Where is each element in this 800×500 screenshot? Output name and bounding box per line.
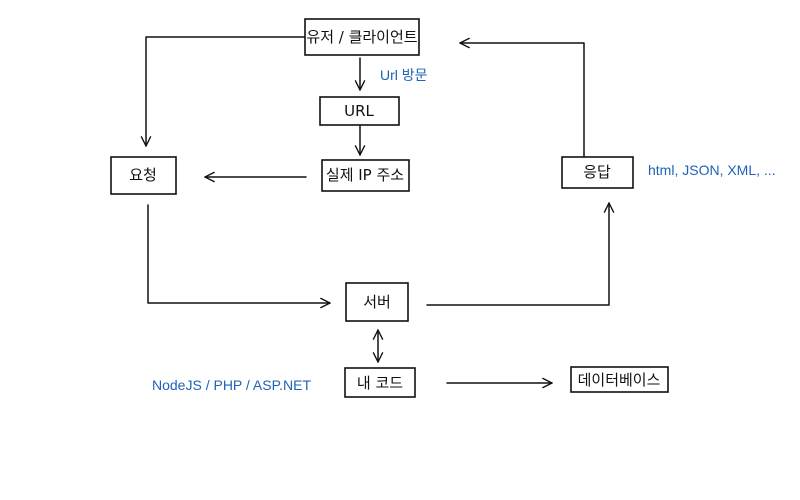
edge-server-to-response xyxy=(426,202,615,306)
node-response-label: 응답 xyxy=(583,163,611,181)
edge-request-to-server xyxy=(147,204,331,309)
node-real-ip: 실제 IP 주소 xyxy=(321,159,410,192)
node-server-label: 서버 xyxy=(363,293,391,311)
node-my-code-label: 내 코드 xyxy=(357,374,403,392)
node-user-client: 유저 / 클라이언트 xyxy=(304,18,420,56)
node-url: URL xyxy=(319,96,400,126)
edge-user-to-request xyxy=(140,36,306,147)
annotation-server-languages: NodeJS / PHP / ASP.NET xyxy=(152,377,311,393)
node-real-ip-label: 실제 IP 주소 xyxy=(326,166,404,184)
node-user-client-label: 유저 / 클라이언트 xyxy=(306,28,417,46)
edges xyxy=(140,36,615,389)
annotation-url-visit: Url 방문 xyxy=(380,67,428,83)
node-url-label: URL xyxy=(344,102,374,120)
node-my-code: 내 코드 xyxy=(344,367,416,398)
annotation-response-formats: html, JSON, XML, ... xyxy=(648,162,776,178)
node-server: 서버 xyxy=(345,282,409,322)
node-database: 데이터베이스 xyxy=(570,366,669,393)
node-database-label: 데이터베이스 xyxy=(578,371,661,389)
node-request: 요청 xyxy=(110,156,177,195)
node-response: 응답 xyxy=(561,156,634,189)
node-request-label: 요청 xyxy=(129,166,157,184)
edge-response-to-user xyxy=(459,37,585,158)
